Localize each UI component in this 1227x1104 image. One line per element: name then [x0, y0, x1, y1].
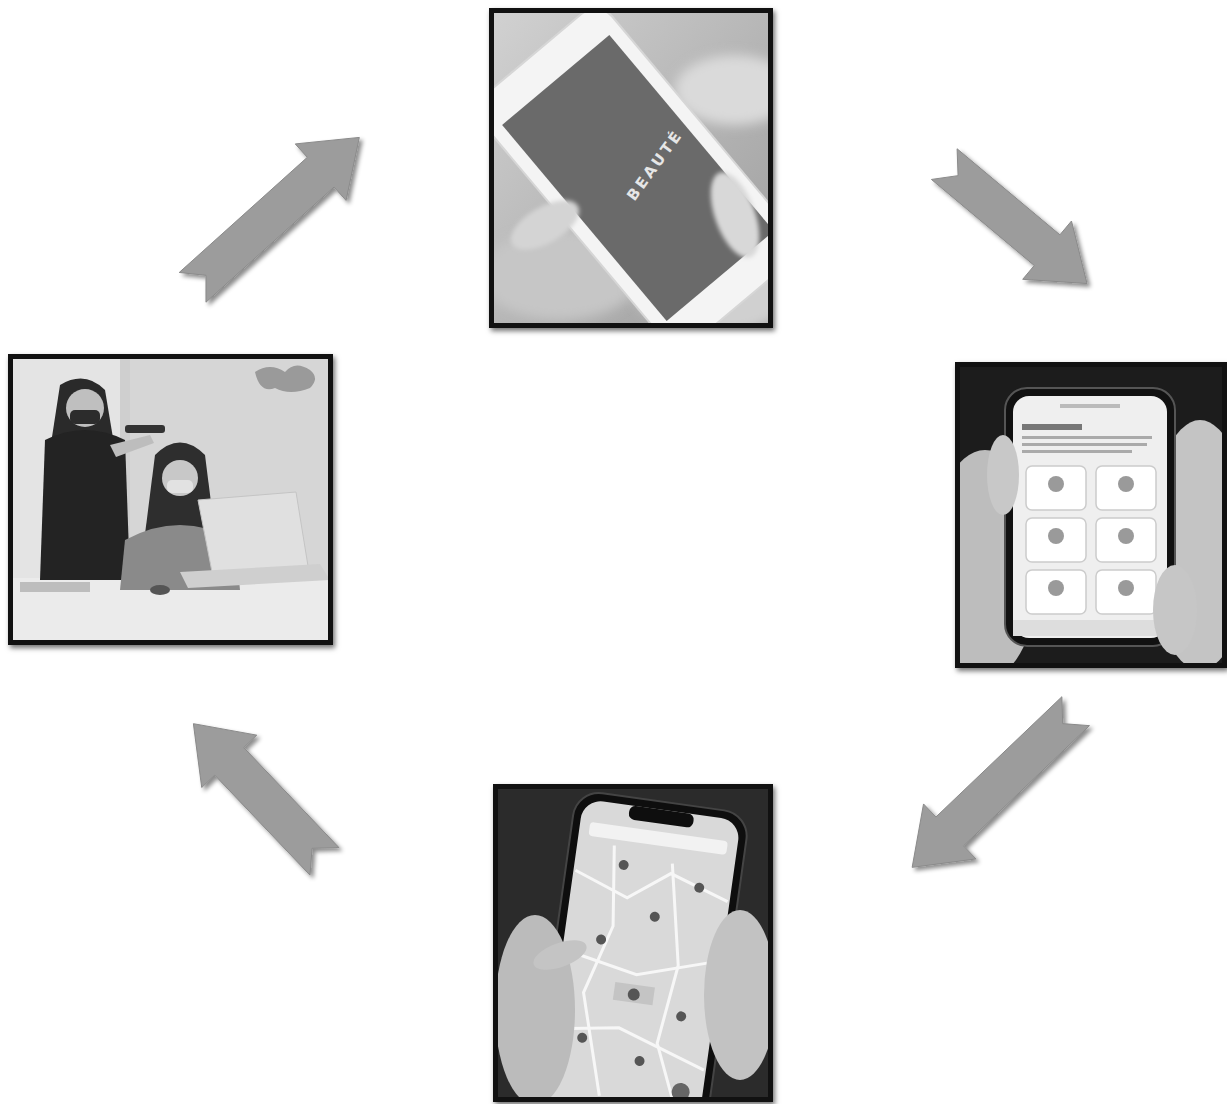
map-photo [627, 988, 641, 1002]
app-photo [1096, 518, 1156, 562]
app-photo [1026, 466, 1156, 614]
app-photo [1048, 476, 1064, 492]
phone-photo [502, 35, 773, 321]
salon-photo [162, 460, 198, 496]
app-photo [1048, 476, 1134, 596]
map-photo [543, 841, 733, 1102]
salon-photo [125, 425, 165, 433]
app-photo [1013, 620, 1167, 636]
salon-photo [198, 492, 308, 572]
salon-photo [8, 354, 333, 645]
salon-photo [70, 410, 100, 424]
map-photo [676, 1011, 687, 1022]
app-photo [1118, 528, 1134, 544]
phone-photo [489, 8, 773, 328]
app-photo [1118, 476, 1134, 492]
app-photo [1096, 570, 1156, 614]
photo-frame [8, 354, 333, 645]
map-photo [493, 784, 773, 1102]
map-photo [530, 934, 591, 976]
salon-photo [150, 585, 170, 595]
app-photo [1048, 580, 1064, 596]
map-photo [574, 857, 706, 1072]
app-photo [1022, 436, 1152, 439]
salon-photo [110, 435, 154, 457]
map-photo [573, 860, 731, 911]
map-photo [588, 822, 728, 855]
app-photo [1005, 388, 1175, 646]
map-photo [628, 805, 694, 828]
app-photo [1013, 396, 1167, 638]
app-photo [1022, 424, 1082, 430]
map-photo [694, 882, 705, 893]
salon-photo [167, 480, 193, 493]
phone-photo [701, 166, 769, 264]
map-photo [704, 910, 773, 1080]
app-photo [987, 435, 1019, 515]
photo-frame [493, 784, 773, 1102]
photo-frame [955, 362, 1227, 668]
app-photo [1026, 518, 1086, 562]
cycle-arrow [179, 137, 359, 302]
app-photo [1048, 528, 1064, 544]
app-photo [1026, 570, 1086, 614]
app-photo [1118, 580, 1134, 596]
map-photo [649, 911, 660, 922]
cycle-arrow [912, 697, 1089, 868]
salon-photo [8, 354, 333, 645]
app-photo [955, 362, 1227, 668]
phone-photo [503, 190, 587, 259]
map-photo [638, 864, 712, 1102]
app-photo [1022, 450, 1132, 453]
map-photo [634, 1055, 645, 1066]
salon-photo [180, 564, 330, 588]
cycle-arrow [193, 724, 339, 875]
salon-photo [20, 582, 90, 592]
map-photo [577, 1032, 588, 1043]
app-photo [1096, 466, 1156, 510]
map-photo [618, 859, 629, 870]
phone-photo [489, 8, 773, 328]
app-photo [1026, 466, 1086, 510]
app-photo [1060, 404, 1120, 408]
cycle-arrow [931, 149, 1087, 284]
screen-brand-text: BEAUTÉ [623, 126, 687, 204]
app-photo [1022, 443, 1147, 446]
phone-photo [489, 8, 773, 328]
photo-frame: BEAUTÉ [489, 8, 773, 328]
map-photo [595, 934, 606, 945]
salon-photo [255, 365, 315, 392]
salon-photo [66, 389, 104, 427]
map-photo [613, 982, 655, 1005]
app-photo [1153, 565, 1197, 655]
